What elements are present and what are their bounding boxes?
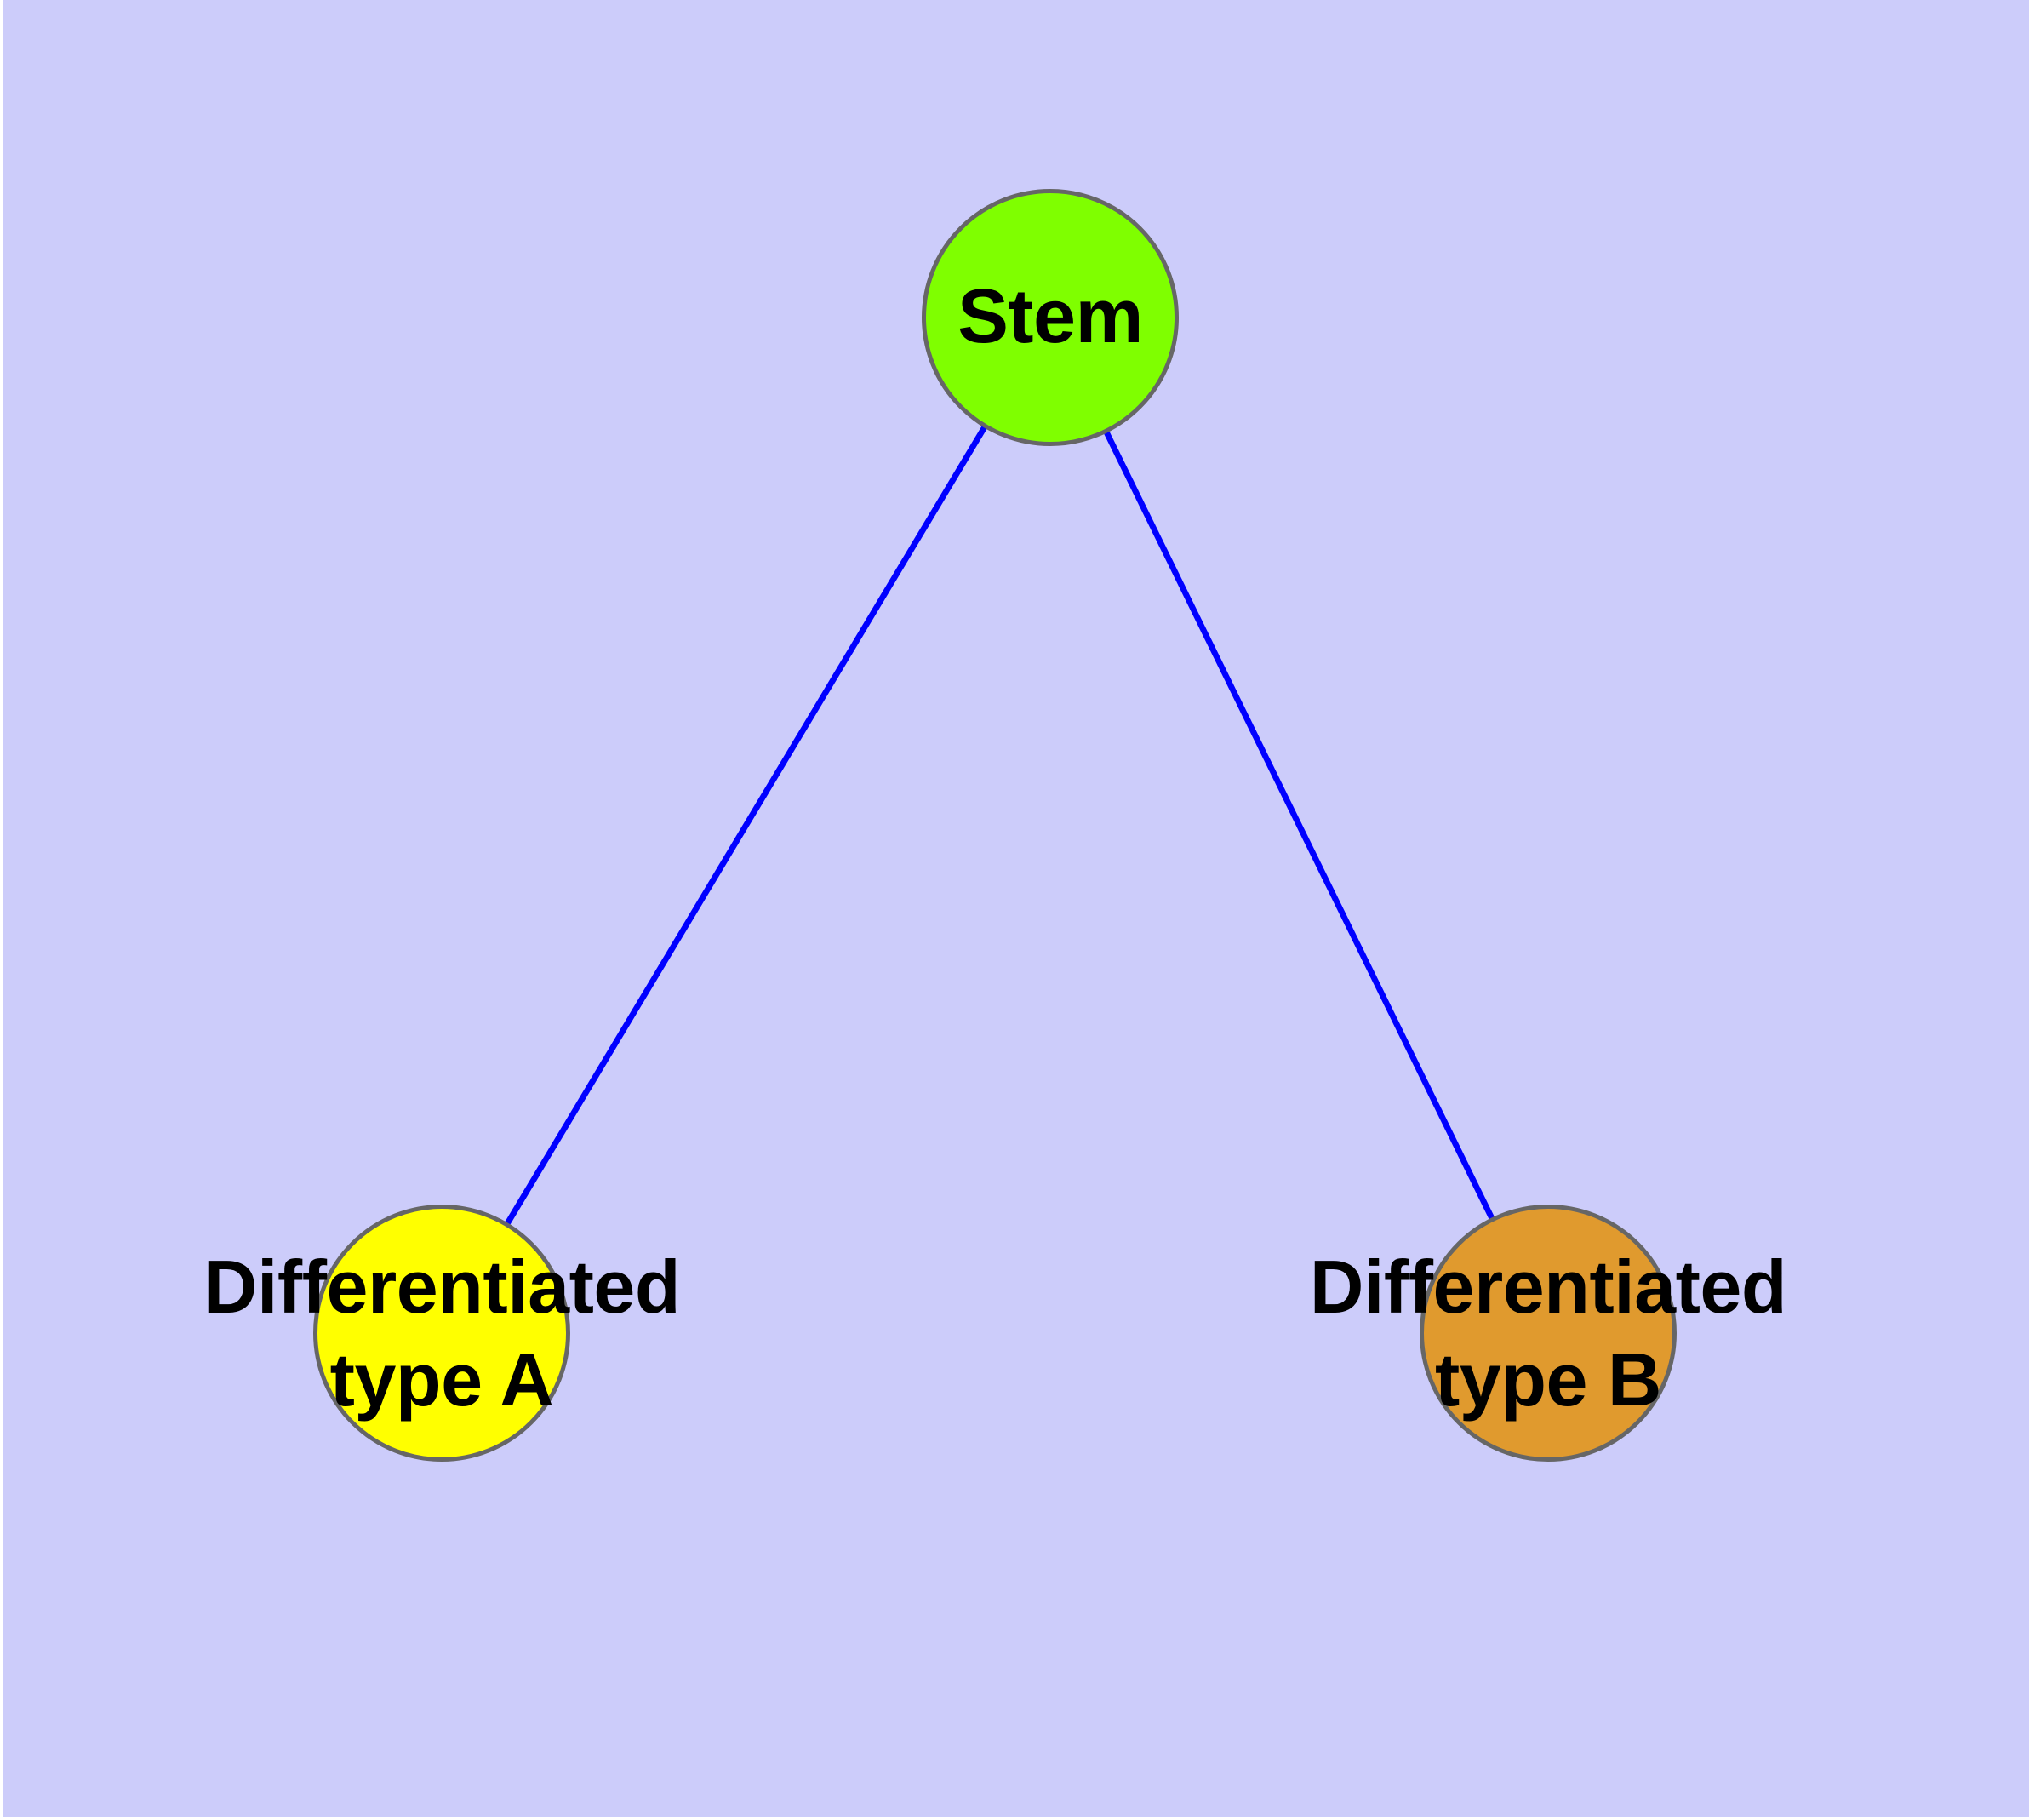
node-circle-differentiated-type-b[interactable] — [1420, 1205, 1677, 1462]
edge-stem-to-differentiated-type-b — [1047, 316, 1552, 1335]
node-circle-differentiated-type-a[interactable] — [313, 1205, 570, 1462]
node-circle-stem[interactable] — [922, 189, 1179, 446]
edge-stem-to-differentiated-type-a — [438, 316, 1054, 1335]
